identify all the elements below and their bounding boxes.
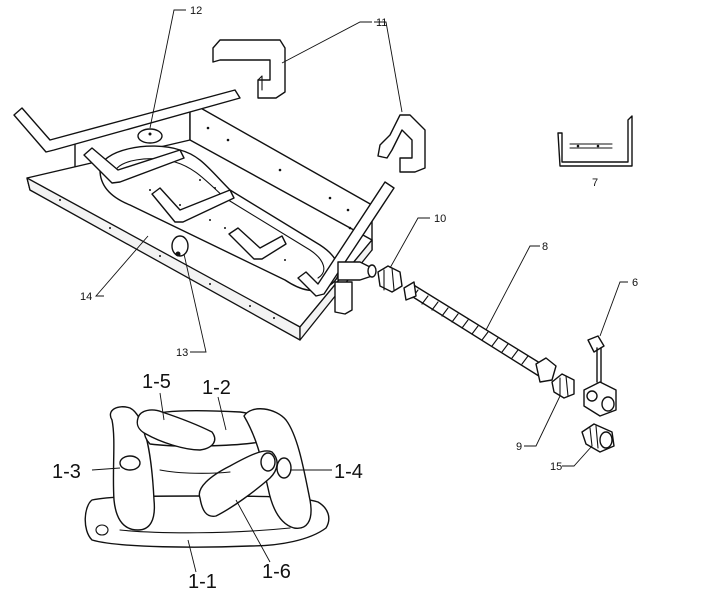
fitting-10 — [377, 265, 403, 293]
callout-12: 12 — [190, 5, 202, 17]
log-callout-1-6: 1-6 — [262, 561, 291, 583]
inlet-tube — [337, 261, 373, 281]
grate-bar-4 — [228, 227, 287, 260]
log-callout-1-5: 1-5 — [142, 371, 171, 393]
callout-10: 10 — [434, 213, 446, 225]
fitting-9 — [551, 373, 575, 399]
log-1-6 — [198, 450, 278, 517]
air-shutter — [171, 235, 189, 257]
log-callout-1-4: 1-4 — [334, 461, 363, 483]
callout-13: 13 — [176, 347, 188, 359]
pan-support — [334, 281, 353, 315]
flex-hose-8 — [403, 281, 557, 383]
burner-pan-assembly — [13, 89, 395, 341]
callout-7: 7 — [592, 177, 598, 189]
log-callout-1-1: 1-1 — [188, 571, 217, 593]
bracket-11-top — [212, 39, 286, 99]
callout-6: 6 — [632, 277, 638, 289]
log-callout-1-2: 1-2 — [202, 377, 231, 399]
callout-11: 11 — [376, 17, 387, 29]
bracket-11-right — [377, 114, 426, 173]
leader-lines — [91, 9, 628, 573]
log-callout-1-3: 1-3 — [52, 461, 81, 483]
grate-bar-3 — [151, 187, 235, 223]
burner-tube — [99, 145, 340, 292]
rim-holes — [59, 199, 275, 319]
valve-6 — [583, 335, 617, 417]
bracket-7 — [557, 115, 633, 167]
callout-14: 14 — [80, 291, 92, 303]
callout-15: 15 — [550, 461, 562, 473]
side-wall-holes — [206, 126, 352, 230]
callout-8: 8 — [542, 241, 548, 253]
pilot-burner — [137, 128, 163, 144]
callout-9: 9 — [516, 441, 522, 453]
grate-bar-2 — [83, 147, 185, 184]
grate-bar-1 — [13, 89, 241, 153]
hose-corrugations — [411, 289, 529, 365]
grate-bar-5 — [297, 181, 395, 297]
log-1-5 — [136, 409, 216, 451]
fitting-15 — [581, 423, 615, 453]
log-set — [84, 406, 330, 548]
